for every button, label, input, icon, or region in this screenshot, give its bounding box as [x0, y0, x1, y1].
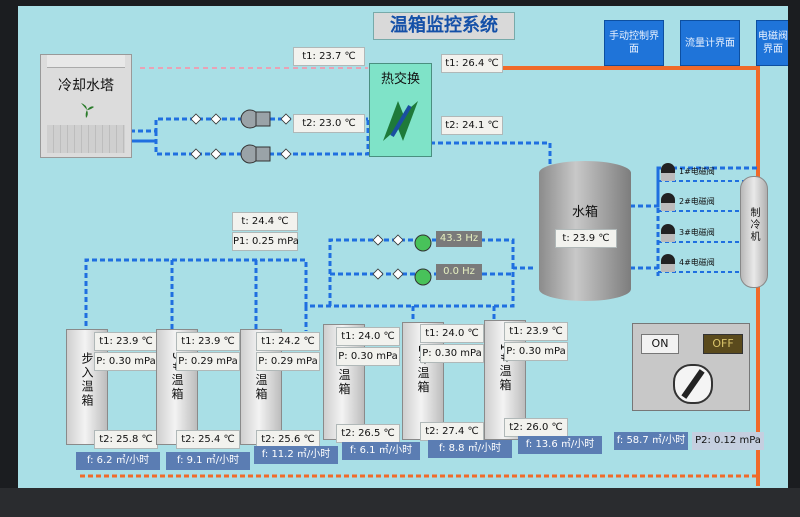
supply-pumps — [414, 234, 432, 286]
solenoid-3-body — [661, 234, 675, 242]
chamber-1-pressure: P: 0.30 mPa — [504, 342, 568, 361]
chamber-4-t1: t1: 24.2 ℃ — [256, 332, 320, 351]
chamber-2-pressure: P: 0.30 mPa — [420, 344, 484, 363]
water-tank: 水箱 t: 23.9 ℃ — [539, 161, 631, 301]
chamber-2-t1: t1: 24.0 ℃ — [420, 324, 484, 343]
on-button[interactable]: ON — [641, 334, 679, 354]
cooling-tower-label: 冷却水塔 — [58, 78, 114, 94]
return-pressure: P2: 0.12 mPa — [692, 432, 764, 450]
off-button[interactable]: OFF — [703, 334, 743, 354]
solenoid-3-label: 3#电磁阀 — [679, 228, 715, 237]
solenoid-3-icon — [661, 224, 675, 234]
pump1-frequency: 43.3 Hz — [436, 231, 482, 247]
heat-exchanger: 热交换 — [369, 63, 432, 157]
solenoid-4-icon — [661, 254, 675, 264]
solenoid-2-label: 2#电磁阀 — [679, 197, 715, 206]
exchanger-icon — [383, 101, 418, 141]
chamber-3-t1: t1: 24.0 ℃ — [336, 327, 400, 346]
solenoid-2-icon — [661, 193, 675, 203]
solenoid-1-icon — [661, 163, 675, 173]
tower-fan-housing — [47, 55, 125, 68]
chamber-2[interactable]: 2#温箱 — [402, 322, 444, 440]
supply-temp: t: 24.4 ℃ — [232, 212, 298, 231]
chamber-walkin-flow: f: 6.2 ㎥/小时 — [76, 452, 160, 470]
chamber-walkin-t2: t2: 25.8 ℃ — [94, 430, 158, 449]
chamber-walkin-label: 步入温箱 — [80, 352, 94, 408]
tower-fill — [47, 125, 125, 153]
solenoid-2-body — [661, 203, 675, 211]
solenoid-4-label: 4#电磁阀 — [679, 258, 715, 267]
solenoid-1-body — [661, 173, 675, 181]
chamber-2-flow: f: 8.8 ㎥/小时 — [428, 440, 512, 458]
manual-control-button[interactable]: 手动控制界面 — [604, 20, 664, 66]
chamber-3-pressure: P: 0.30 mPa — [336, 347, 400, 366]
chiller-label: 制冷机 — [748, 207, 759, 243]
water-tank-label: 水箱 — [571, 205, 598, 220]
solenoid-branches — [658, 180, 753, 273]
heat-exchanger-label: 热交换 — [380, 72, 420, 87]
hx-inlet-temp: t2: 23.0 ℃ — [293, 114, 365, 133]
monitor-bezel — [0, 488, 800, 517]
fan-icon — [79, 101, 95, 119]
hmi-screen: 温箱监控系统 手动控制界面 流量计界面 电磁阀界面 冷却水塔 热交换 t1: 2… — [18, 6, 788, 488]
tank-temp: t: 23.9 ℃ — [555, 229, 617, 248]
chamber-3-flow: f: 6.1 ㎥/小时 — [342, 442, 420, 460]
selector-switch-icon[interactable] — [673, 364, 713, 404]
chamber-1-t1: t1: 23.9 ℃ — [504, 322, 568, 341]
pipe-diagram — [80, 66, 760, 486]
chamber-walkin-t1: t1: 23.9 ℃ — [94, 332, 158, 351]
switch-lever — [681, 369, 705, 399]
chamber-2-t2: t2: 27.4 ℃ — [420, 422, 484, 441]
pump2-frequency: 0.0 Hz — [436, 264, 482, 280]
hx-outlet-temp-t2: t2: 24.1 ℃ — [441, 116, 503, 135]
chiller: 制冷机 — [740, 176, 768, 288]
return-pipe-top — [448, 66, 760, 486]
chamber-walkin[interactable]: 步入温箱 — [66, 329, 108, 445]
hx-to-tank — [430, 141, 552, 166]
chamber-walkin-pressure: P: 0.30 mPa — [94, 352, 158, 371]
chamber-5-pressure: P: 0.29 mPa — [176, 352, 240, 371]
chamber-5-t2: t2: 25.4 ℃ — [176, 430, 240, 449]
flowmeter-button[interactable]: 流量计界面 — [680, 20, 740, 66]
solenoid-bus — [630, 166, 758, 208]
supply-pressure: P1: 0.25 mPa — [232, 232, 299, 251]
chamber-5-t1: t1: 23.9 ℃ — [176, 332, 240, 351]
total-flow: f: 58.7 ㎥/小时 — [614, 432, 688, 450]
chamber-4-flow: f: 11.2 ㎥/小时 — [254, 446, 338, 464]
solenoid-1-label: 1#电磁阀 — [679, 167, 715, 176]
chamber-5-flow: f: 9.1 ㎥/小时 — [166, 452, 250, 470]
chamber-1-flow: f: 13.6 ㎥/小时 — [518, 436, 602, 454]
hx-outlet-temp-t1: t1: 26.4 ℃ — [441, 54, 503, 73]
chamber-4-pressure: P: 0.29 mPa — [256, 352, 320, 371]
tower-return-temp: t1: 23.7 ℃ — [293, 47, 365, 66]
control-panel: ON OFF — [632, 323, 750, 411]
solenoid-4-body — [661, 264, 675, 272]
chamber-3-t2: t2: 26.5 ℃ — [336, 424, 400, 443]
chamber-1-t2: t2: 26.0 ℃ — [504, 418, 568, 437]
solenoid-valve-button[interactable]: 电磁阀界面 — [756, 20, 788, 66]
page-title: 温箱监控系统 — [373, 12, 515, 40]
cooling-pumps — [240, 109, 271, 164]
cooling-tower: 冷却水塔 — [40, 54, 132, 158]
